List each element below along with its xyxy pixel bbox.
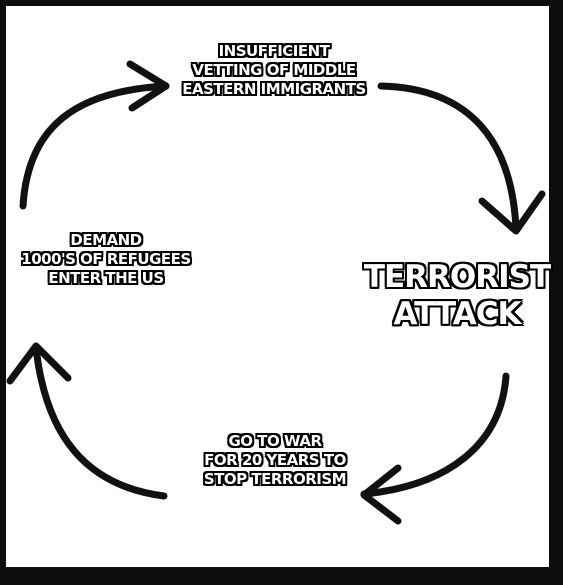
node-bottom-line-3: STOP TERRORISM (203, 470, 347, 488)
arrow-right-to-bottom (360, 372, 510, 498)
node-top-line-3: EASTERN IMMIGRANTS (182, 80, 366, 98)
arrow-bottom-to-left (32, 344, 168, 500)
node-right-line-2: ATTACK (393, 296, 522, 332)
arrow-left-to-top (19, 82, 170, 210)
arrow-top-to-right (377, 82, 520, 232)
arrow-left-to-top-head (126, 60, 170, 112)
node-top-line-1: INSUFFICIENT (218, 42, 330, 60)
node-bottom-line-2: FOR 20 YEARS TO (204, 451, 346, 469)
node-go-to-war: GO TO WAR FOR 20 YEARS TO STOP TERRORISM (170, 432, 380, 489)
diagram-canvas: INSUFFICIENT VETTING OF MIDDLE EASTERN I… (6, 6, 551, 567)
node-insufficient-vetting: INSUFFICIENT VETTING OF MIDDLE EASTERN I… (169, 42, 379, 99)
node-left-line-3: ENTER THE US (48, 269, 164, 287)
arrow-bottom-to-left-head (6, 342, 72, 385)
arrow-top-to-right-head (478, 190, 546, 235)
node-top-line-2: VETTING OF MIDDLE (192, 61, 356, 79)
node-terrorist-attack: TERRORIST ATTACK (358, 259, 556, 333)
arrow-right-to-bottom-head (360, 464, 402, 525)
node-left-line-2: 1000'S OF REFUGEES (21, 250, 191, 268)
node-left-line-1: DEMAND (70, 231, 142, 249)
node-demand-refugees: DEMAND 1000'S OF REFUGEES ENTER THE US (6, 231, 206, 288)
node-bottom-line-1: GO TO WAR (228, 432, 322, 450)
node-right-line-1: TERRORIST (363, 259, 551, 295)
cycle-arrows (6, 60, 546, 525)
